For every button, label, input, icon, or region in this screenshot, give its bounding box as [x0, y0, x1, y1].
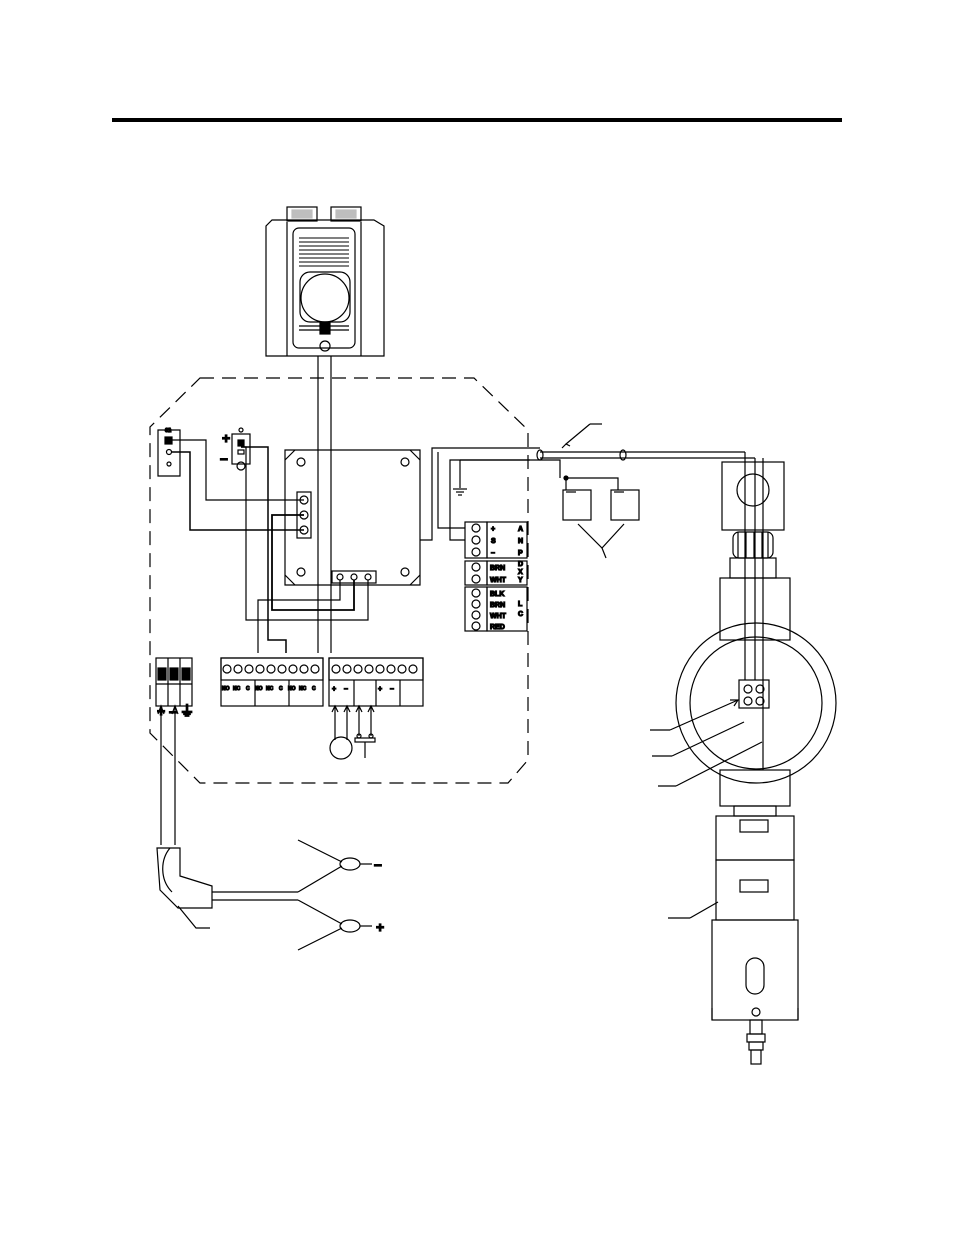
sensor-assembly: [675, 461, 837, 1065]
header-rule: [112, 118, 842, 122]
switch-minus-label: –: [220, 450, 228, 466]
relay-terminal-9: C: [312, 686, 316, 692]
ground-box-2: [610, 489, 640, 521]
relay-terminal-4: NO: [255, 686, 263, 692]
clip-positive: +: [297, 899, 385, 951]
shielded-cable: [536, 423, 755, 461]
svg-text:S1: S1: [165, 428, 171, 434]
relay-terminal-2: NC: [233, 686, 241, 692]
svg-text:P: P: [518, 550, 523, 557]
vent-grille: [299, 237, 349, 267]
svg-text:BRN: BRN: [490, 565, 505, 572]
svg-text:D: D: [518, 561, 523, 568]
relay-terminal-7: NO: [288, 686, 296, 692]
svg-text:+: +: [491, 526, 495, 533]
signal-terminal-plus-2: +: [378, 686, 382, 693]
switch-polarity: + –: [219, 427, 251, 471]
connector-lc: BLK BRN WHT RED L C: [464, 586, 528, 632]
detector-head: [265, 206, 385, 357]
signal-terminal-minus-1: –: [344, 686, 348, 693]
connector-dxy: BRN WHT D X Y: [464, 560, 528, 586]
svg-text:C: C: [518, 611, 523, 618]
svg-text:RED: RED: [490, 624, 505, 631]
relay-terminal-6: C: [279, 686, 283, 692]
switch-plus-label: +: [222, 430, 230, 446]
relay-terminal-strip: NO NC C NO NC C NO NC C: [220, 657, 324, 707]
sensor-callouts: [650, 699, 763, 919]
circuit-board: [284, 449, 421, 586]
clip-negative-label: –: [374, 856, 382, 872]
horn-device: [329, 736, 353, 760]
signal-terminal-plus-1: +: [332, 686, 336, 693]
clip-negative: –: [297, 839, 383, 893]
enclosure-outline: [149, 377, 529, 784]
svg-text:S: S: [491, 538, 496, 545]
connector-ldp: + S – A N P: [464, 521, 528, 559]
svg-text:BLK: BLK: [490, 591, 504, 598]
sensor-dial: [675, 622, 837, 784]
switch-left: S1: [157, 427, 181, 477]
relay-terminal-8: NC: [299, 686, 307, 692]
svg-text:WHT: WHT: [490, 613, 507, 620]
relay-terminal-5: NC: [266, 686, 274, 692]
signal-terminal-strip: + – + –: [328, 657, 424, 707]
svg-text:X: X: [518, 569, 523, 576]
svg-text:WHT: WHT: [490, 577, 507, 584]
signal-terminal-minus-2: –: [390, 686, 394, 693]
svg-text:A: A: [518, 526, 523, 533]
sensor-window: [300, 273, 350, 323]
strobe-device: [354, 737, 376, 743]
power-cable: [156, 704, 298, 929]
field-devices: [329, 704, 376, 760]
svg-text:Y: Y: [518, 577, 523, 584]
svg-text:N: N: [518, 538, 523, 545]
svg-text:L: L: [518, 601, 523, 608]
power-terminal-ground: ⏚: [180, 703, 194, 719]
ground-symbol: [453, 460, 467, 496]
svg-text:–: –: [491, 550, 495, 557]
ground-box-1: [562, 489, 592, 521]
clip-positive-label: +: [376, 919, 384, 935]
relay-terminal-1: NO: [222, 686, 230, 692]
relay-terminal-3: C: [246, 686, 250, 692]
svg-text:BRN: BRN: [490, 602, 505, 609]
sensor-terminal: [738, 679, 770, 709]
